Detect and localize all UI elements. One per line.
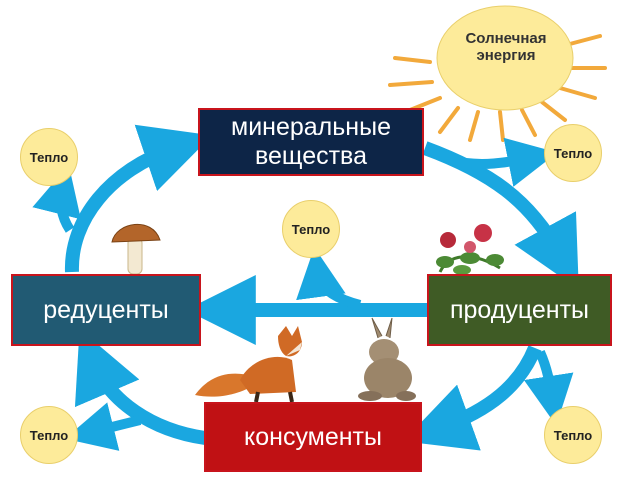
mushroom-illustration [111,224,161,275]
arrow-consumers-to-reducers [74,328,207,445]
heat-arrows [32,137,574,451]
arrow-reducers-to-mineral [64,124,213,273]
arrow-mineral-heat [448,137,558,187]
heat-circle-bottom-right: Тепло [544,406,602,464]
arrow-center-heat [296,247,362,310]
arrow-reducers-heat [32,164,81,233]
clover-plant-illustration [436,224,504,275]
heat-label: Тепло [29,149,69,165]
cycle-arrows [64,124,579,451]
fox-illustration [195,326,302,403]
heat-circle-top-right: Тепло [544,124,602,182]
arrow-mineral-to-producers [422,141,579,290]
arrow-consumers-heat [64,402,142,451]
reducers-label: редуценты [43,295,169,324]
consumers-label: консументы [244,422,382,451]
heat-label: Тепло [553,145,593,161]
heat-circle-top-left: Тепло [20,128,78,186]
arrow-producers-to-consumers [403,345,542,451]
mineral-label-line2: вещества [255,142,367,170]
sun [436,5,574,111]
mineral-substances-box: минеральные вещества [198,108,424,176]
hare-illustration [358,317,416,401]
sun-label-line2: энергия [476,47,536,64]
sun-rays [388,34,607,142]
heat-label: Тепло [553,427,593,443]
heat-circle-bottom-left: Тепло [20,406,78,464]
producers-box: продуценты [427,274,612,346]
heat-circle-center: Тепло [282,200,340,258]
reducers-box: редуценты [11,274,201,346]
heat-label: Тепло [291,221,331,237]
consumers-box: консументы [204,402,422,472]
producers-label: продуценты [449,295,590,324]
arrow-producers-heat [523,349,574,426]
sun-label: Солнечная энергия [446,30,566,64]
heat-label: Тепло [29,427,69,443]
mineral-label-line1: минеральные [231,113,391,141]
sun-label-line1: Солнечная [465,30,547,47]
